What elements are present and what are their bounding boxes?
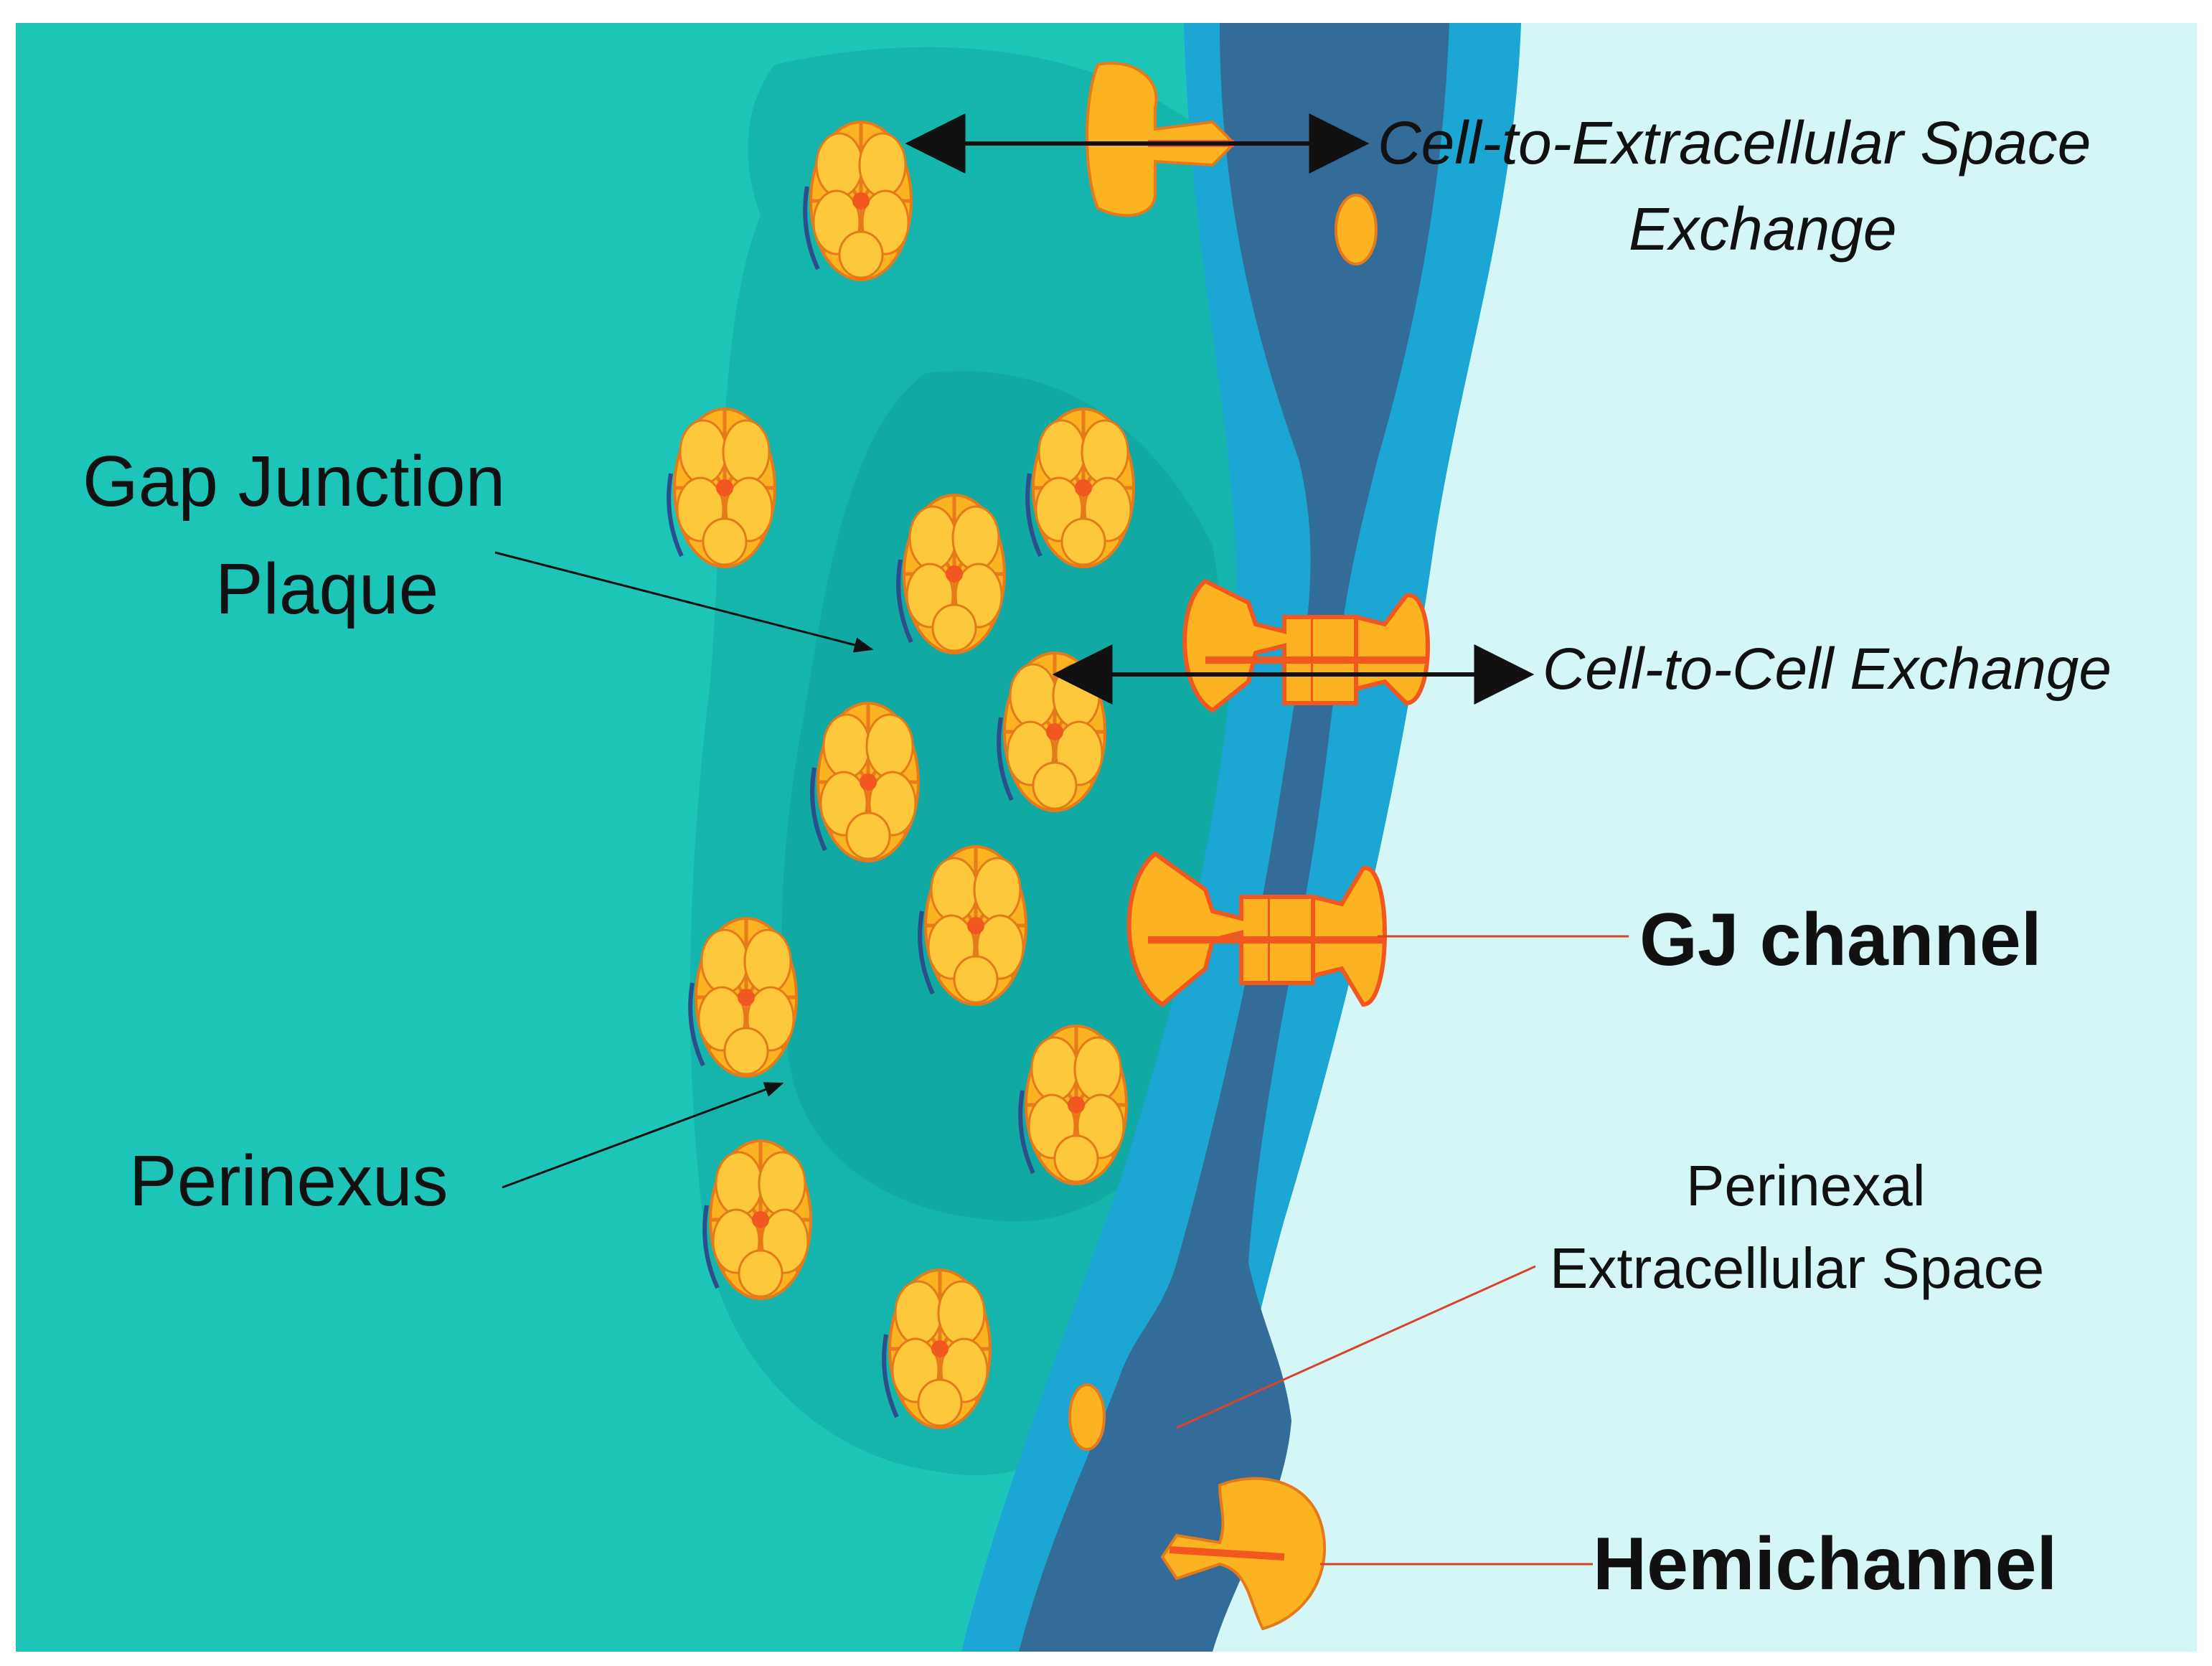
extracellular-gap [1019, 23, 1449, 1652]
label-perinexus: Perinexus [129, 1141, 448, 1221]
hemichannel-icon [1160, 1477, 1327, 1631]
small-connexon-icon [1335, 194, 1378, 265]
label-hemichannel: Hemichannel [1593, 1523, 2057, 1606]
plaque-pointer-arrow [494, 551, 874, 653]
label-cell-to-cell: Cell-to-Cell Exchange [1543, 636, 2112, 702]
gap-junction-channel-icon [1126, 851, 1387, 1007]
label-gap-junction-2: Plaque [215, 549, 438, 629]
label-cell-to-extracellular-exchange: Exchange [1629, 195, 1897, 263]
perinexus-pointer-arrow [502, 1082, 784, 1189]
perinexal-space-pointer [1176, 1265, 1536, 1429]
label-perinexal-2: Extracellular Space [1550, 1236, 2044, 1300]
label-gap-junction-1: Gap Junction [83, 441, 505, 522]
small-connexon-icon [1068, 1383, 1106, 1451]
label-perinexal-1: Perinexal [1686, 1154, 1926, 1218]
perinexus-region [690, 47, 1278, 1476]
label-cell-to-extracellular: Cell-to-Extracellular Space [1378, 109, 2091, 177]
label-gj-channel: GJ channel [1639, 898, 2042, 982]
